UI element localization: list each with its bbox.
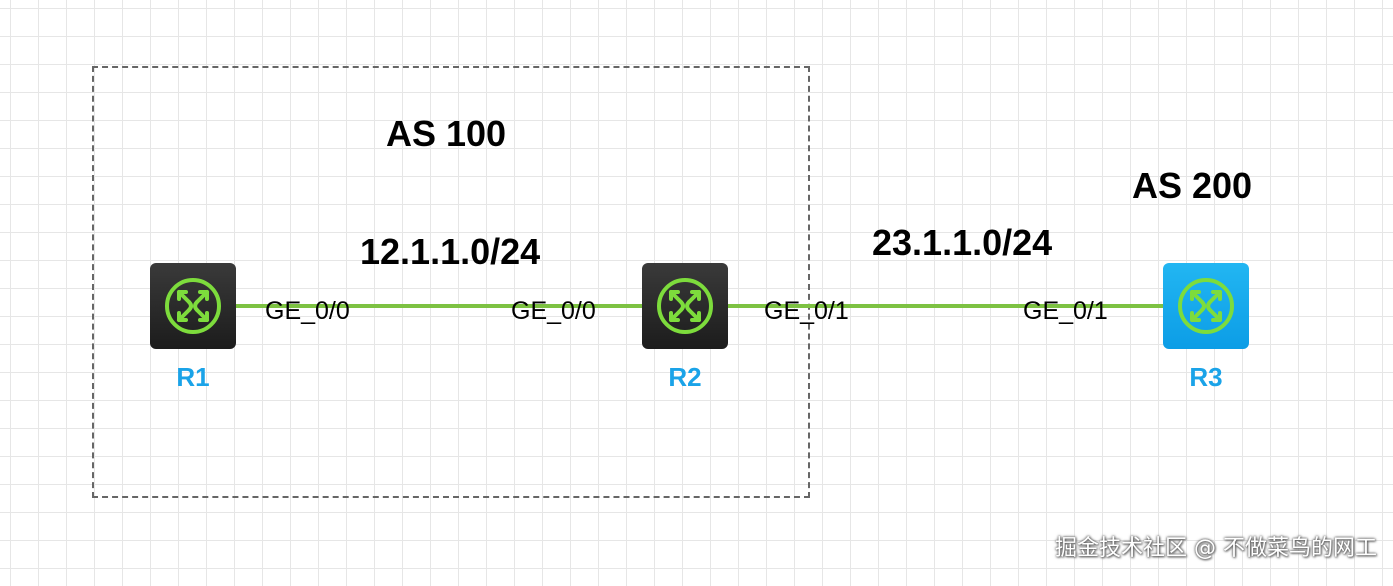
router-r2[interactable] (642, 263, 728, 349)
as-100-label: AS 100 (386, 113, 507, 154)
as-200-label: AS 200 (1132, 165, 1253, 206)
router-r1[interactable] (150, 263, 236, 349)
router-icon (1178, 278, 1234, 334)
interface-label-r1-ge0-0: GE_0/0 (265, 297, 350, 325)
router-name-r1: R1 (176, 362, 210, 392)
router-name-r2: R2 (668, 362, 702, 392)
as-100-boundary (92, 66, 810, 498)
router-icon (657, 278, 713, 334)
router-icon (165, 278, 221, 334)
interface-label-r2-ge0-1: GE_0/1 (764, 297, 849, 325)
router-r3[interactable] (1163, 263, 1249, 349)
router-name-r3: R3 (1189, 362, 1223, 392)
interface-label-r2-ge0-0: GE_0/0 (511, 297, 596, 325)
watermark: 掘金技术社区 @ 不做菜鸟的网工 (1055, 536, 1377, 561)
interface-label-r3-ge0-1: GE_0/1 (1023, 297, 1108, 325)
link-r1-r2 (236, 304, 642, 308)
network-23-label: 23.1.1.0/24 (872, 222, 1053, 263)
network-12-label: 12.1.1.0/24 (360, 231, 541, 272)
link-r2-r3 (728, 304, 1164, 308)
